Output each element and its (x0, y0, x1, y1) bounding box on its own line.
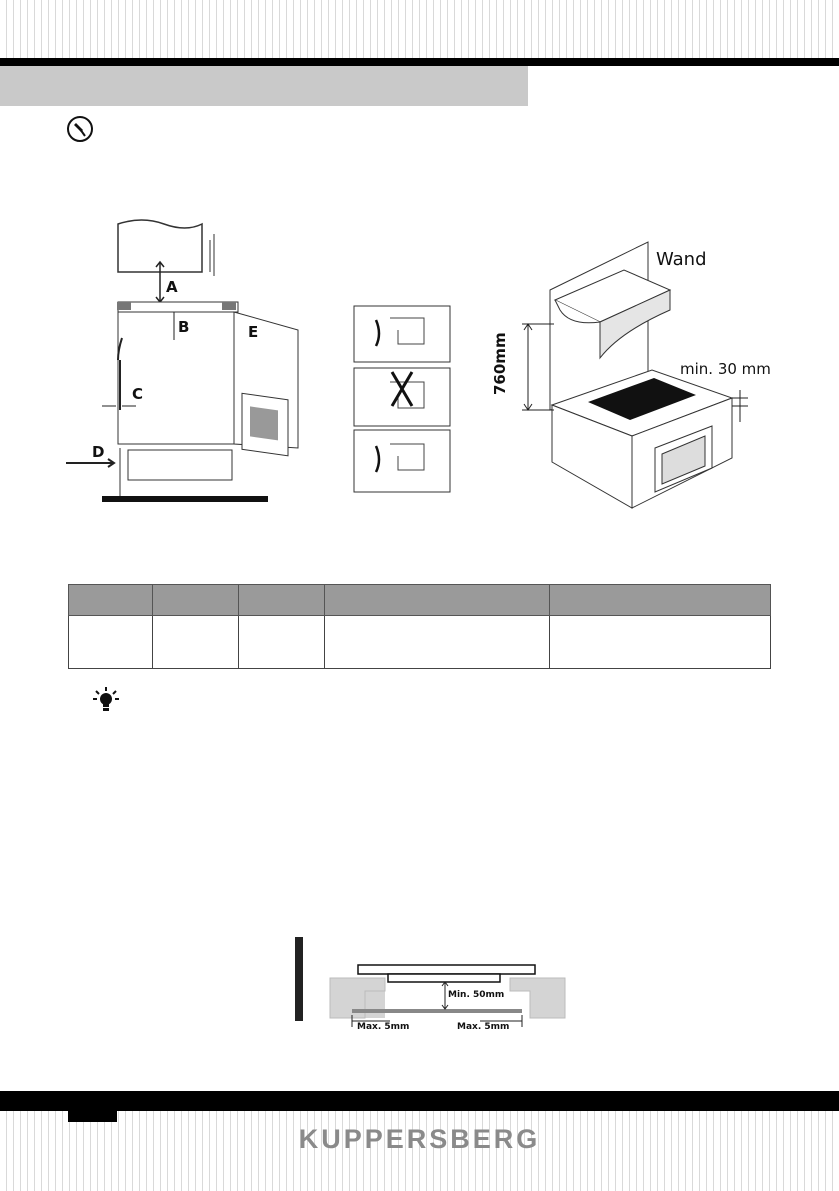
lightbulb-tip-icon (93, 687, 119, 711)
table-header-cell (238, 584, 325, 616)
label-a: A (166, 278, 178, 296)
label-b: B (178, 318, 190, 336)
cutout-section-diagram (295, 937, 566, 1027)
min-depth-label: Min. 50mm (448, 990, 505, 1000)
table-header-cell (68, 584, 153, 616)
table-cell (324, 615, 550, 669)
footer-rule (0, 1091, 839, 1111)
wall-label: Wand (656, 249, 707, 270)
max-left-label: Max. 5mm (357, 1022, 410, 1032)
hood-height-diagram (522, 241, 748, 509)
max-right-label: Max. 5mm (457, 1022, 510, 1032)
header-rule (0, 58, 839, 66)
table-cell (68, 615, 153, 669)
header-stripes (0, 0, 839, 58)
table-header-cell (324, 584, 550, 616)
brand-logo: KUPPERSBERG (298, 1124, 541, 1154)
table-cell (152, 615, 239, 669)
section-title-bar (0, 66, 528, 106)
label-c: C (132, 385, 144, 403)
table-header-cell (152, 584, 239, 616)
table-header-row (68, 584, 771, 616)
table-header-cell (549, 584, 771, 616)
clearance-table (68, 584, 771, 669)
bracket-detail-diagram (353, 305, 451, 493)
min-gap-label: min. 30 mm (680, 360, 771, 378)
label-e: E (248, 323, 259, 341)
table-row (68, 615, 771, 669)
table-cell (549, 615, 771, 669)
footer-stripes (0, 1111, 839, 1191)
label-d: D (92, 443, 105, 461)
cabinet-clearance-diagram (66, 219, 299, 502)
height-label: 760mm (491, 332, 509, 395)
page-number-tab (68, 1111, 117, 1122)
note-pin-icon (67, 116, 93, 142)
table-cell (238, 615, 325, 669)
